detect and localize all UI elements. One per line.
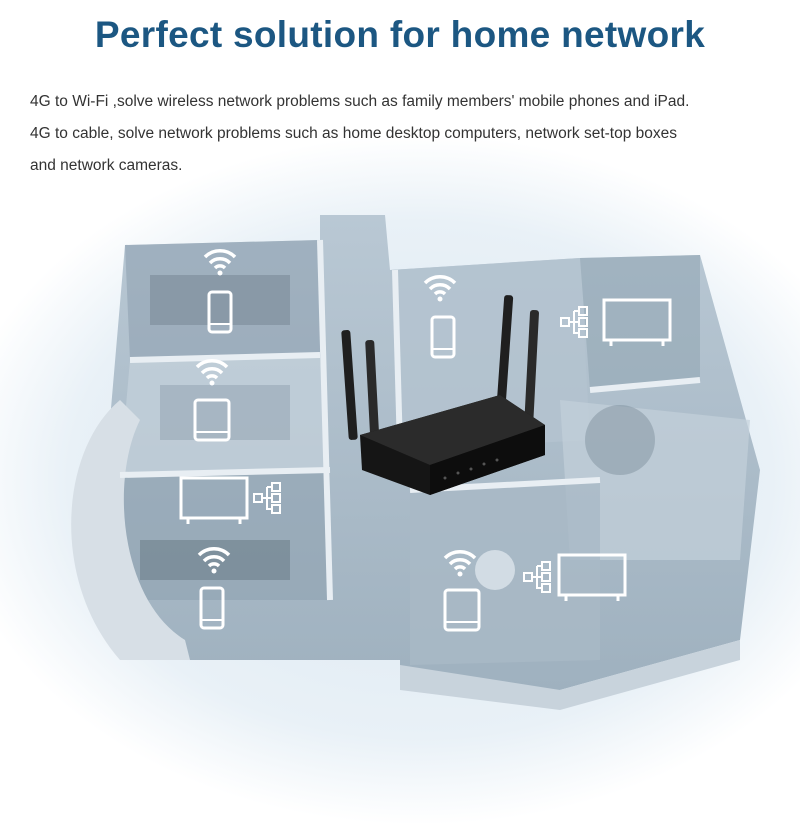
house-floorplan — [71, 215, 760, 710]
page-title: Perfect solution for home network — [94, 14, 706, 55]
description-line-2: 4G to cable, solve network problems such… — [30, 125, 678, 142]
description-line-1: 4G to Wi-Fi ,solve wireless network prob… — [30, 93, 690, 110]
description-line-3: and network cameras. — [30, 157, 183, 174]
description: 4G to Wi-Fi ,solve wireless network prob… — [30, 86, 790, 182]
router — [341, 295, 545, 495]
